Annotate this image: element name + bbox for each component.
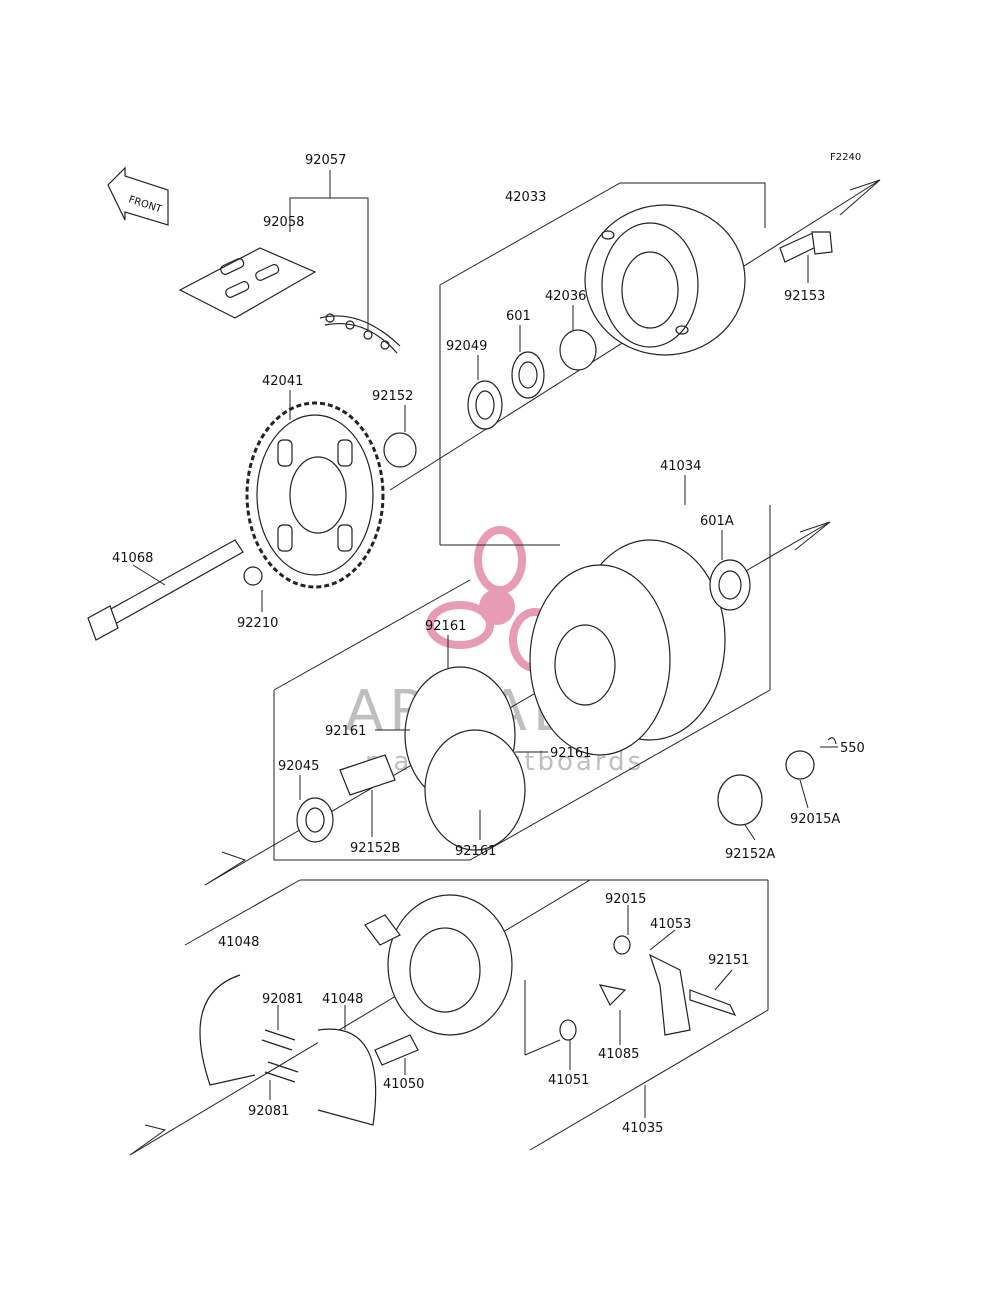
figure-code: F2240: [830, 152, 861, 163]
label-92161-left: 92161: [325, 724, 366, 739]
label-41048-top: 41048: [218, 935, 259, 950]
label-92045: 92045: [278, 759, 319, 774]
label-92058: 92058: [263, 215, 304, 230]
label-601A: 601A: [700, 514, 734, 529]
label-550: 550: [840, 741, 865, 756]
label-41050: 41050: [383, 1077, 424, 1092]
wheel-hub: [529, 539, 751, 756]
rear-sprocket: [245, 401, 385, 589]
label-92015A: 92015A: [790, 812, 840, 827]
label-41053: 41053: [650, 917, 691, 932]
label-41034: 41034: [660, 459, 701, 474]
bearings-upper: [383, 329, 597, 468]
label-92151: 92151: [708, 953, 749, 968]
label-92015: 92015: [605, 892, 646, 907]
hub-dampers: [404, 666, 526, 851]
bolt-92153: [779, 231, 833, 263]
label-92210: 92210: [237, 616, 278, 631]
drive-chain: [178, 247, 401, 354]
label-92161-top: 92161: [425, 619, 466, 634]
label-92161-right: 92161: [550, 746, 591, 761]
collar-and-bearing-lower: [296, 754, 396, 843]
label-92081-bottom: 92081: [248, 1104, 289, 1119]
brake-panel: [364, 894, 513, 1036]
sprocket-hub-drum: [584, 204, 746, 356]
brake-cam-parts: [374, 935, 737, 1066]
label-41035: 41035: [622, 1121, 663, 1136]
label-41085: 41085: [598, 1047, 639, 1062]
label-41048-right: 41048: [322, 992, 363, 1007]
label-92161-bottom: 92161: [455, 844, 496, 859]
label-92152: 92152: [372, 389, 413, 404]
label-42041: 42041: [262, 374, 303, 389]
collar-92152A-and-nut: [717, 737, 837, 826]
label-92049: 92049: [446, 339, 487, 354]
front-arrow-icon: FRONT: [107, 166, 169, 226]
label-92057: 92057: [305, 153, 346, 168]
rear-axle: [87, 539, 263, 641]
label-41051: 41051: [548, 1073, 589, 1088]
label-42033: 42033: [505, 190, 546, 205]
brake-shoes: [199, 974, 377, 1126]
label-41068: 41068: [112, 551, 153, 566]
leader-lines: [132, 255, 838, 1118]
label-92081-top: 92081: [262, 992, 303, 1007]
label-601: 601: [506, 309, 531, 324]
label-92153: 92153: [784, 289, 825, 304]
label-42036: 42036: [545, 289, 586, 304]
label-92152B: 92152B: [350, 841, 400, 856]
label-92152A: 92152A: [725, 847, 775, 862]
